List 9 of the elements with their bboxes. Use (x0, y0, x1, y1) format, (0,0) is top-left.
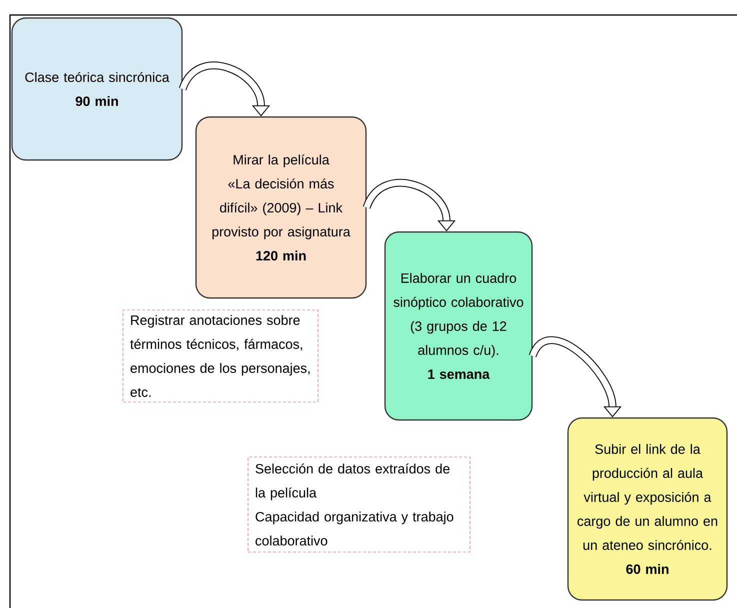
note-box: Registrar anotaciones sobre términos técnicos, fármacos, emociones de los personajes, etc. (122, 310, 318, 402)
step-box: Elaborar un cuadro sinóptico colaborativo (3 grupos de 12 alumnos c/u). 1 semana (384, 231, 533, 421)
step-box: Subir el link de la producción al aula virtual y exposición a cargo de un alumno en un ateneo sincrónico. 60 min (567, 417, 728, 601)
note-box: Selección de datos extraídos de la película Capacidad organizativa y trabajo colaborativo (248, 456, 470, 552)
curved-arrow (363, 179, 456, 232)
step-box: Mirar la película «La decisión más difícil» (2009) – Link provisto por asignatura 120 min (195, 116, 367, 299)
curved-arrow (179, 62, 270, 116)
curved-arrow (529, 336, 622, 418)
step-box: Clase teórica sincrónica 90 min (11, 17, 183, 161)
